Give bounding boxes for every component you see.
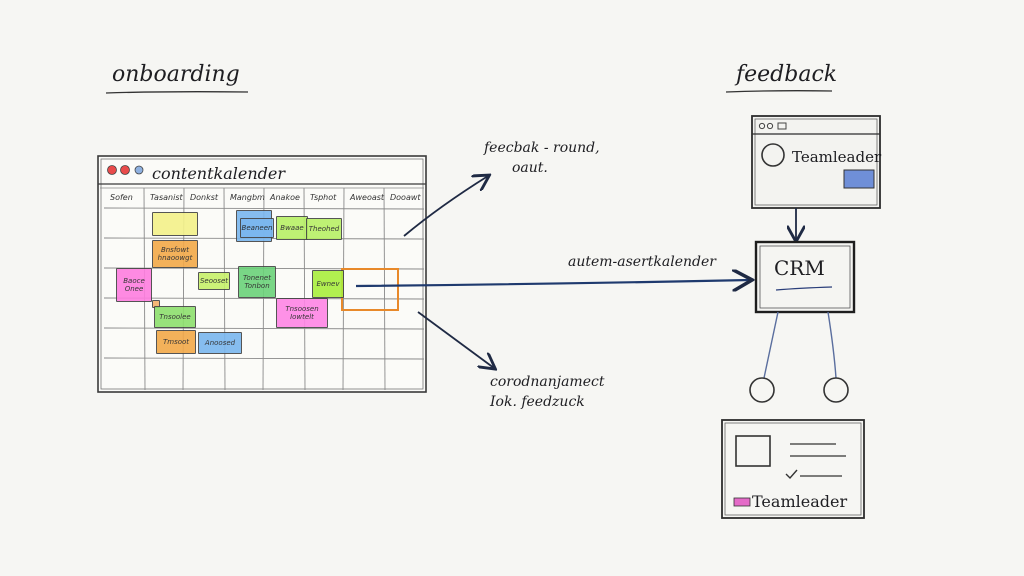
- window-close-dot[interactable]: [107, 165, 117, 175]
- avatar-circle: [761, 143, 785, 167]
- calendar-tag-text: Tnsoolee: [159, 313, 191, 321]
- teamleader-badge: [843, 169, 875, 189]
- calendar-tag[interactable]: Bwaae: [276, 216, 308, 240]
- feedback-round-line2: oaut.: [512, 160, 548, 176]
- grid-row-line: [103, 207, 425, 210]
- calendar-column-header: Tsphot: [310, 193, 337, 202]
- calendar-tag-text: Anoosed: [204, 339, 236, 347]
- calendar-tag[interactable]: Tonenet Tonbon: [238, 266, 276, 298]
- calendar-tag[interactable]: Ewnev: [312, 270, 344, 298]
- image-placeholder: [735, 435, 771, 467]
- pink-badge-icon: [733, 497, 751, 507]
- calendar-tag[interactable]: Bnsfowt hnaoowgt: [152, 240, 198, 268]
- auto-calendar-label: autem-asertkalender: [568, 254, 716, 270]
- calendar-tag-text: Ewnev: [316, 280, 340, 288]
- calendar-column-header: Sofen: [110, 193, 133, 202]
- calendar-tag-text: Baoce Onee: [123, 277, 145, 293]
- onboarding-underline: [105, 91, 249, 94]
- feedback-title: feedback: [736, 62, 838, 87]
- check-icon: [785, 469, 798, 480]
- feedback-round-label: feecbak - round, oaut.: [484, 138, 600, 178]
- coordination-label: corodnanjamect Iok. feedzuck: [490, 372, 604, 412]
- calendar-tag[interactable]: Theohed: [306, 218, 342, 240]
- grid-row-line: [103, 327, 425, 330]
- window-min-dot[interactable]: [120, 165, 130, 175]
- grid-row-line: [103, 357, 425, 360]
- arrow-to-crm: [355, 280, 750, 286]
- calendar-tag[interactable]: Beaneen: [240, 218, 274, 238]
- onboarding-title: onboarding: [112, 62, 240, 87]
- arrow-to-coordination: [417, 311, 494, 368]
- grid-col-line: [383, 187, 386, 391]
- coordination-line2: Iok. feedzuck: [490, 394, 585, 410]
- calendar-tag-text: Bwaae: [280, 224, 304, 232]
- calendar-tag-text: Theohed: [308, 225, 340, 233]
- calendar-tag-text: Beaneen: [241, 224, 273, 232]
- calendar-tag[interactable]: Tnsoolee: [154, 306, 196, 328]
- calendar-column-header: Aweoast: [350, 193, 385, 202]
- crm-connectors: [749, 311, 849, 403]
- grid-row-line: [103, 297, 425, 300]
- coordination-line1: corodnanjamect: [490, 374, 605, 390]
- calendar-tag[interactable]: Anoosed: [198, 332, 242, 354]
- calendar-tag-text: Tmsoot: [162, 338, 190, 346]
- calendar-tag-text: Tnsoosen Iowtelt: [285, 305, 319, 321]
- window-max-dot[interactable]: [134, 165, 144, 175]
- calendar-tag[interactable]: Tnsoosen Iowtelt: [276, 298, 328, 328]
- teamleader-bottom-card[interactable]: [721, 419, 865, 519]
- calendar-column-header: Donkst: [190, 193, 219, 202]
- feedback-underline: [725, 90, 833, 93]
- arrow-to-feedback-round: [403, 176, 488, 237]
- calendar-tag[interactable]: [152, 212, 198, 236]
- teamleader-top-window[interactable]: [751, 115, 881, 209]
- crm-box[interactable]: [754, 240, 856, 314]
- calendar-tag[interactable]: Baoce Onee: [116, 268, 152, 302]
- teamleader-bottom-label: Teamleader: [752, 492, 848, 511]
- calendar-tag-text: Seooset: [199, 277, 228, 285]
- crm-label: CRM: [774, 256, 825, 280]
- calendar-tag-text: Tonenet Tonbon: [243, 274, 271, 290]
- calendar-column-header: Anakoe: [270, 193, 300, 202]
- calendar-tag[interactable]: Seooset: [198, 272, 230, 290]
- calendar-title: contentkalender: [152, 164, 286, 183]
- calendar-column-header: Mangbm: [230, 193, 265, 202]
- calendar-tag-text: Bnsfowt hnaoowgt: [157, 246, 193, 262]
- calendar-tag[interactable]: Tmsoot: [156, 330, 196, 354]
- teamleader-top-label: Teamleader: [792, 148, 882, 166]
- feedback-round-line1: feecbak - round,: [484, 140, 600, 156]
- calendar-column-header: Dooawt: [390, 193, 421, 202]
- calendar-column-header: Tasanist: [150, 193, 183, 202]
